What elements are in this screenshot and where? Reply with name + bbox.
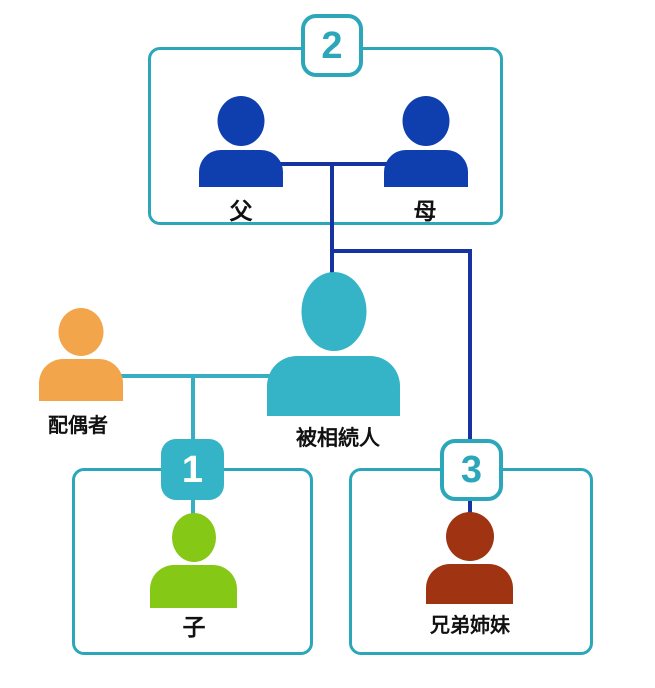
decedent-icon — [267, 272, 400, 416]
mother-label: 母 — [413, 198, 437, 224]
sibling-body-shape — [426, 564, 513, 604]
child-label: 子 — [182, 614, 206, 640]
spouse-label: 配偶者 — [48, 415, 108, 437]
spouse-icon — [39, 308, 123, 401]
rank-badge-parents: 2 — [301, 14, 363, 77]
connector-parents-to-decedent — [330, 164, 334, 274]
father-body-shape — [199, 150, 283, 187]
father-head-shape — [217, 96, 265, 146]
child-body-shape — [150, 565, 237, 608]
decedent-head-shape — [301, 272, 366, 351]
siblings-label: 兄弟姉妹 — [430, 615, 510, 637]
connector-branch-to-siblings — [330, 249, 472, 253]
spouse-body-shape — [39, 359, 123, 401]
sibling-head-shape — [445, 512, 494, 561]
mother-icon — [384, 96, 468, 187]
connector-father-mother — [240, 162, 428, 166]
sibling-icon — [426, 512, 513, 604]
child-head-shape — [171, 513, 216, 562]
rank-badge-children: 1 — [161, 439, 224, 500]
mother-head-shape — [402, 96, 450, 146]
child-icon — [150, 513, 237, 608]
father-icon — [199, 96, 283, 187]
decedent-body-shape — [267, 356, 400, 416]
father-label: 父 — [229, 198, 253, 224]
rank-badge-siblings: 3 — [440, 439, 503, 501]
decedent-label: 被相続人 — [296, 427, 380, 450]
connector-spouse-decedent — [100, 374, 290, 378]
connector-down-to-siblings — [468, 249, 472, 515]
mother-body-shape — [384, 150, 468, 187]
spouse-head-shape — [58, 308, 104, 356]
